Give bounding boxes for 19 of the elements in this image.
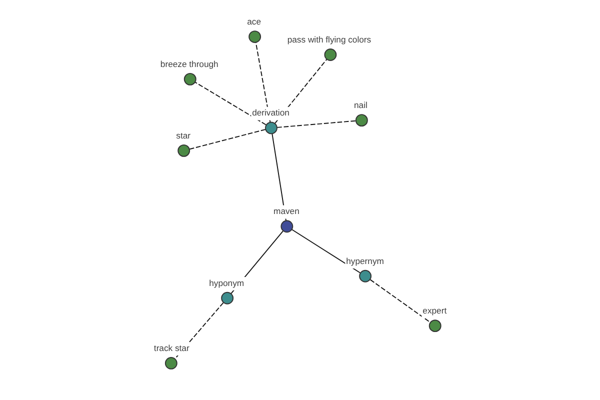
node-label: nail (354, 100, 367, 110)
connector (254, 42, 270, 123)
node-label: star (176, 130, 190, 140)
connector (369, 279, 430, 323)
connector (194, 82, 266, 126)
connector (276, 120, 356, 128)
node-circle (324, 48, 336, 61)
connector (174, 302, 224, 360)
node-circle (248, 30, 261, 43)
node-label: pass with flying colors (286, 34, 371, 45)
node-circle (183, 72, 196, 86)
node-label: breeze through (160, 58, 218, 69)
connector (274, 58, 327, 124)
node-circle (354, 114, 368, 127)
node-text: expert (422, 306, 446, 316)
connector (291, 229, 360, 274)
connector (188, 128, 266, 150)
node-circle (177, 144, 190, 157)
node-label: ace (246, 16, 261, 27)
